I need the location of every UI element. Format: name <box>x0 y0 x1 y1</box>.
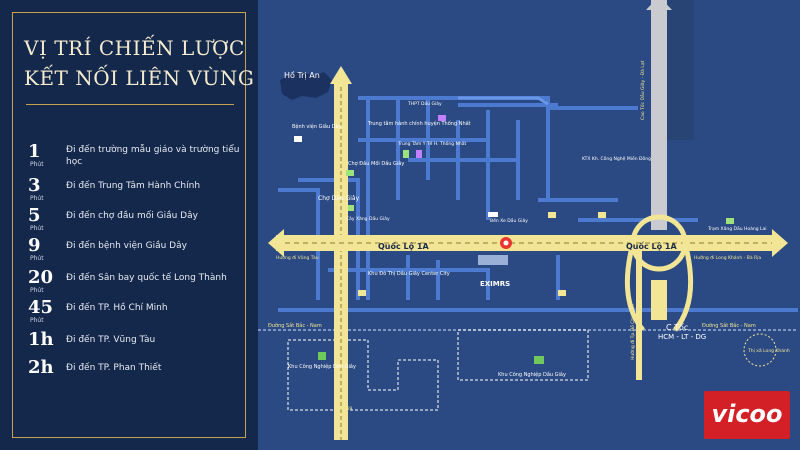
long-khanh-marker <box>743 333 777 367</box>
label-long-khanh: Thị xã Long Khánh <box>747 347 790 354</box>
label-to-hcmc: Hướng đi Tp.Hồ Chí Minh <box>628 304 636 360</box>
school-icon-2 <box>548 212 556 218</box>
location-pin-dot <box>503 240 509 246</box>
item-unit: Phút <box>30 255 44 262</box>
label-cho-dau-giay: Chợ Dầu Giây <box>318 194 360 202</box>
item-number: 2h <box>28 357 54 378</box>
map-labels: Hồ Trị An Quốc Lộ 1A Quốc Lộ 1A Bệnh việ… <box>276 60 790 412</box>
highway-vertical <box>334 80 348 440</box>
item-number: 1 <box>28 141 41 162</box>
center-city-block <box>478 255 508 265</box>
school-icon-3 <box>598 212 606 218</box>
label-eximrs: EXIMRS <box>480 280 510 288</box>
gas-station-icon <box>348 205 354 211</box>
school-icon <box>403 150 409 158</box>
arrow-up-icon <box>646 0 672 10</box>
item-desc: Đi đến TP. Phan Thiết <box>66 363 162 373</box>
label-admin-center: Trung tâm hành chính huyện Thống Nhất <box>367 120 471 127</box>
item-desc: Đi đến bệnh viện Giầu Dây <box>66 241 187 251</box>
industrial-zone-right <box>457 329 589 381</box>
logo-text: vicoo <box>711 400 783 428</box>
info-panel: VỊ TRÍ CHIẾN LƯỢC KẾT NỐI LIÊN VÙNG 1 Ph… <box>0 0 258 450</box>
label-medical-center: Trung Tâm Y Tế H. Thống Nhất <box>397 140 466 147</box>
label-ql1a-left: Quốc Lộ 1A <box>378 241 429 251</box>
brand-logo: vicoo <box>704 391 790 439</box>
list-item: 45 Phút Đi đến TP. Hồ Chí Minh <box>28 298 248 328</box>
admin-icon <box>416 150 422 158</box>
item-desc: Đi đến chợ đầu mối Giầu Dây <box>66 211 198 221</box>
title-divider <box>26 104 234 105</box>
arrow-left-icon <box>268 229 284 257</box>
label-fuel-station: Trạm Xăng Dầu Hoàng Lai <box>707 224 767 232</box>
label-ctoc-route: HCM - LT - DG <box>658 333 706 341</box>
panel-title-line2: KẾT NỐI LIÊN VÙNG <box>24 66 255 90</box>
list-item: 1h Đi đến TP. Vũng Tàu <box>28 330 248 360</box>
label-to-long-khanh: Hướng đi Long Khánh - Bà Rịa <box>694 254 761 261</box>
label-dormitory: KTX Kh. Công Nghệ Miền Đông <box>582 154 651 162</box>
list-item: 5 Phút Đi đến chợ đầu mối Giầu Dây <box>28 206 248 236</box>
list-item: 1 Phút Đi đến trường mẫu giáo và trường … <box>28 142 248 172</box>
main-street <box>458 96 549 106</box>
factory-icon-2 <box>534 356 544 364</box>
panel-frame <box>12 12 246 438</box>
list-item: 2h Đi đến TP. Phan Thiết <box>28 358 248 388</box>
factory-icon <box>318 352 326 360</box>
item-desc: Đi đến Trung Tâm Hành Chính <box>66 181 201 191</box>
label-industrial-zone: Khu Công Nghiệp Dầu Giây <box>498 370 566 378</box>
label-ql1a-right: Quốc Lộ 1A <box>626 241 677 251</box>
item-unit: Phút <box>30 225 44 232</box>
item-desc: Đi đến trường mẫu giáo và trường tiểu họ… <box>66 145 240 167</box>
label-thpt: THPT Dầu Giây <box>407 99 442 107</box>
list-item: 3 Phút Đi đến Trung Tâm Hành Chính <box>28 176 248 206</box>
school-icon-4 <box>358 290 366 296</box>
railway-label-right: Đường Sắt Bắc - Nam <box>702 322 756 329</box>
item-unit: Phút <box>30 287 44 294</box>
market-icon <box>346 170 354 176</box>
item-unit: Phút <box>30 195 44 202</box>
item-desc: Đi đến TP. Hồ Chí Minh <box>66 303 168 313</box>
gas-station-icon-2 <box>726 218 734 224</box>
item-desc: Đi đến TP. Vũng Tàu <box>66 335 156 345</box>
item-number: 1h <box>28 329 54 350</box>
school-icon-5 <box>558 290 566 296</box>
item-unit: Phút <box>30 317 44 324</box>
label-dt769: ĐT 769 <box>336 406 352 412</box>
ramp-southwest <box>624 242 645 332</box>
panel-title-line1: VỊ TRÍ CHIẾN LƯỢC <box>24 36 245 60</box>
list-item: 20 Phút Đi đến Sân bay quốc tế Long Thàn… <box>28 268 248 298</box>
location-map: Đường Sắt Bắc - Nam Đường Sắt Bắc - Nam <box>258 0 800 450</box>
label-ho-tri-an: Hồ Trị An <box>284 70 320 81</box>
railway-label-left: Đường Sắt Bắc - Nam <box>268 322 322 329</box>
label-industrial-zone-left: Khu Công Nghiệp Dầu Giây <box>288 362 356 370</box>
government-icon <box>438 115 446 121</box>
label-bus-station: Bến Xe Dầu Giây <box>490 216 528 224</box>
lake-shape <box>280 72 332 100</box>
item-unit: Phút <box>30 161 44 168</box>
label-ctoc: C.Tốc <box>666 322 688 332</box>
item-number: 45 <box>28 297 54 318</box>
expressway-south <box>651 280 667 320</box>
item-number: 9 <box>28 235 41 256</box>
item-desc: Đi đến Sân bay quốc tế Long Thành <box>66 273 227 283</box>
list-item: 9 Phút Đi đến bệnh viện Giầu Dây <box>28 236 248 266</box>
street-network <box>278 96 798 312</box>
hospital-icon <box>294 136 302 142</box>
arrow-right-icon <box>772 229 788 257</box>
label-gas-station: Cây Xăng Dầu Giây <box>346 214 390 222</box>
item-number: 3 <box>28 175 41 196</box>
label-dalat-expressway: Cao Tốc Dầu Giây - Đà Lạt <box>638 60 646 120</box>
building-markers <box>294 115 734 364</box>
label-urban-area: Khu Đô Thị Dầu Giây Center City <box>368 269 450 277</box>
expressway-dalat <box>651 0 667 230</box>
bus-station-icon <box>488 212 498 217</box>
ramp-southeast <box>673 242 694 332</box>
label-market: Chợ Đầu Mối Dầu Giây <box>348 159 404 167</box>
item-number: 20 <box>28 267 54 288</box>
expressway-road <box>636 250 642 380</box>
label-hospital: Bệnh viện Giầu Dây <box>292 122 342 130</box>
item-number: 5 <box>28 205 41 226</box>
highway-arrow-up <box>330 66 352 84</box>
label-to-vung-tau: Hướng đi Vũng Tàu <box>276 254 319 261</box>
map-background <box>258 0 800 450</box>
